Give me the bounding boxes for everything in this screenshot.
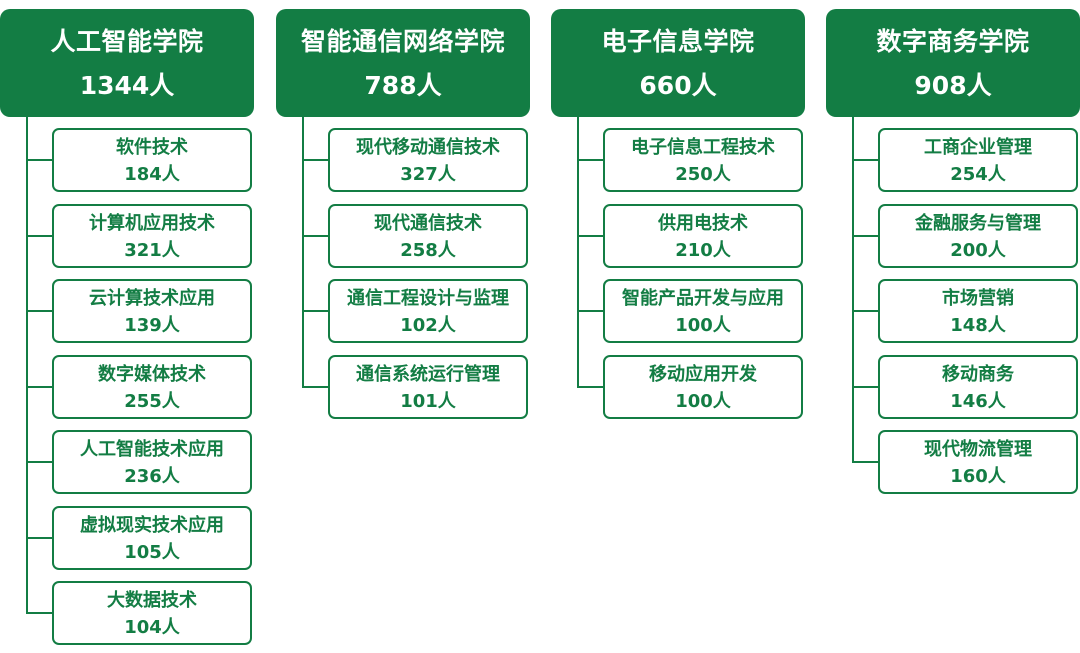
major-count: 255人 (124, 390, 180, 412)
major-count: 236人 (124, 466, 180, 487)
major-box: 现代移动通信技术 327人 (328, 128, 528, 192)
major-count: 100人 (675, 315, 731, 336)
major-count: 258人 (400, 239, 456, 261)
major-name: 现代物流管理 (924, 439, 1032, 460)
major-box: 大数据技术 104人 (52, 581, 252, 645)
connector-branch (577, 310, 603, 312)
major-name: 云计算技术应用 (89, 288, 215, 309)
connector-branch (852, 159, 878, 161)
college-count: 660人 (639, 71, 717, 100)
major-box: 电子信息工程技术 250人 (603, 128, 803, 192)
major-name: 移动应用开发 (649, 363, 757, 385)
major-box: 虚拟现实技术应用 105人 (52, 505, 252, 570)
major-box: 供用电技术 210人 (603, 203, 803, 268)
major-name: 智能产品开发与应用 (622, 288, 784, 309)
major-name: 移动商务 (942, 363, 1014, 385)
connector-branch (302, 310, 328, 312)
major-name: 虚拟现实技术应用 (80, 514, 224, 536)
connector-branch (302, 385, 328, 388)
connector-branch (577, 159, 603, 161)
major-box: 软件技术 184人 (52, 128, 252, 192)
college-header: 电子信息学院 660人 (551, 9, 805, 117)
major-box: 云计算技术应用 139人 (52, 279, 252, 343)
college-count: 788人 (364, 71, 442, 100)
major-count: 210人 (675, 239, 731, 261)
connector-branch (26, 461, 52, 463)
connector-line (852, 117, 854, 463)
major-count: 160人 (950, 466, 1006, 487)
major-name: 现代通信技术 (374, 212, 482, 234)
connector-branch (26, 536, 52, 539)
college-name: 智能通信网络学院 (300, 27, 505, 56)
major-count: 184人 (124, 164, 180, 185)
major-name: 软件技术 (116, 137, 188, 158)
major-name: 电子信息工程技术 (631, 137, 775, 158)
major-count: 105人 (124, 541, 180, 563)
connector-line (577, 117, 579, 388)
connector-branch (852, 234, 878, 237)
connector-branch (852, 461, 878, 463)
major-count: 101人 (400, 390, 456, 412)
major-count: 146人 (950, 390, 1006, 412)
major-count: 254人 (950, 164, 1006, 185)
major-box: 工商企业管理 254人 (878, 128, 1078, 192)
major-count: 148人 (950, 315, 1006, 336)
connector-branch (26, 234, 52, 237)
college-name: 数字商务学院 (876, 27, 1030, 56)
major-box: 移动应用开发 100人 (603, 354, 803, 419)
major-name: 大数据技术 (107, 590, 197, 611)
college-count: 908人 (914, 71, 992, 100)
connector-branch (26, 612, 52, 614)
major-name: 供用电技术 (658, 212, 748, 234)
major-name: 金融服务与管理 (915, 212, 1041, 234)
major-box: 计算机应用技术 321人 (52, 203, 252, 268)
major-box: 现代通信技术 258人 (328, 203, 528, 268)
connector-branch (577, 234, 603, 237)
connector-branch (852, 310, 878, 312)
major-name: 通信系统运行管理 (356, 363, 500, 385)
major-box: 智能产品开发与应用 100人 (603, 279, 803, 343)
major-name: 工商企业管理 (924, 137, 1032, 158)
major-count: 104人 (124, 617, 180, 638)
major-name: 数字媒体技术 (98, 363, 206, 385)
college-count: 1344人 (79, 71, 175, 100)
major-box: 现代物流管理 160人 (878, 430, 1078, 494)
major-box: 通信系统运行管理 101人 (328, 354, 528, 419)
college-name: 人工智能学院 (50, 27, 204, 56)
connector-branch (852, 385, 878, 388)
major-count: 250人 (675, 164, 731, 185)
major-count: 102人 (400, 315, 456, 336)
connector-branch (26, 159, 52, 161)
connector-branch (26, 310, 52, 312)
connector-line (302, 117, 304, 388)
major-box: 金融服务与管理 200人 (878, 203, 1078, 268)
college-header: 数字商务学院 908人 (826, 9, 1080, 117)
major-count: 327人 (400, 164, 456, 185)
major-box: 通信工程设计与监理 102人 (328, 279, 528, 343)
connector-branch (302, 234, 328, 237)
college-name: 电子信息学院 (601, 27, 755, 56)
college-header: 智能通信网络学院 788人 (276, 9, 530, 117)
major-box: 市场营销 148人 (878, 279, 1078, 343)
major-count: 139人 (124, 315, 180, 336)
major-name: 通信工程设计与监理 (347, 288, 509, 309)
major-name: 人工智能技术应用 (80, 439, 224, 460)
connector-branch (302, 159, 328, 161)
connector-branch (26, 385, 52, 388)
major-name: 现代移动通信技术 (356, 137, 500, 158)
major-box: 移动商务 146人 (878, 354, 1078, 419)
major-box: 数字媒体技术 255人 (52, 354, 252, 419)
major-count: 200人 (950, 239, 1006, 261)
major-count: 321人 (124, 239, 180, 261)
major-name: 市场营销 (942, 288, 1014, 309)
major-count: 100人 (675, 390, 731, 412)
college-header: 人工智能学院 1344人 (0, 9, 254, 117)
major-box: 人工智能技术应用 236人 (52, 430, 252, 494)
major-name: 计算机应用技术 (89, 212, 215, 234)
connector-branch (577, 385, 603, 388)
connector-line (26, 117, 28, 614)
